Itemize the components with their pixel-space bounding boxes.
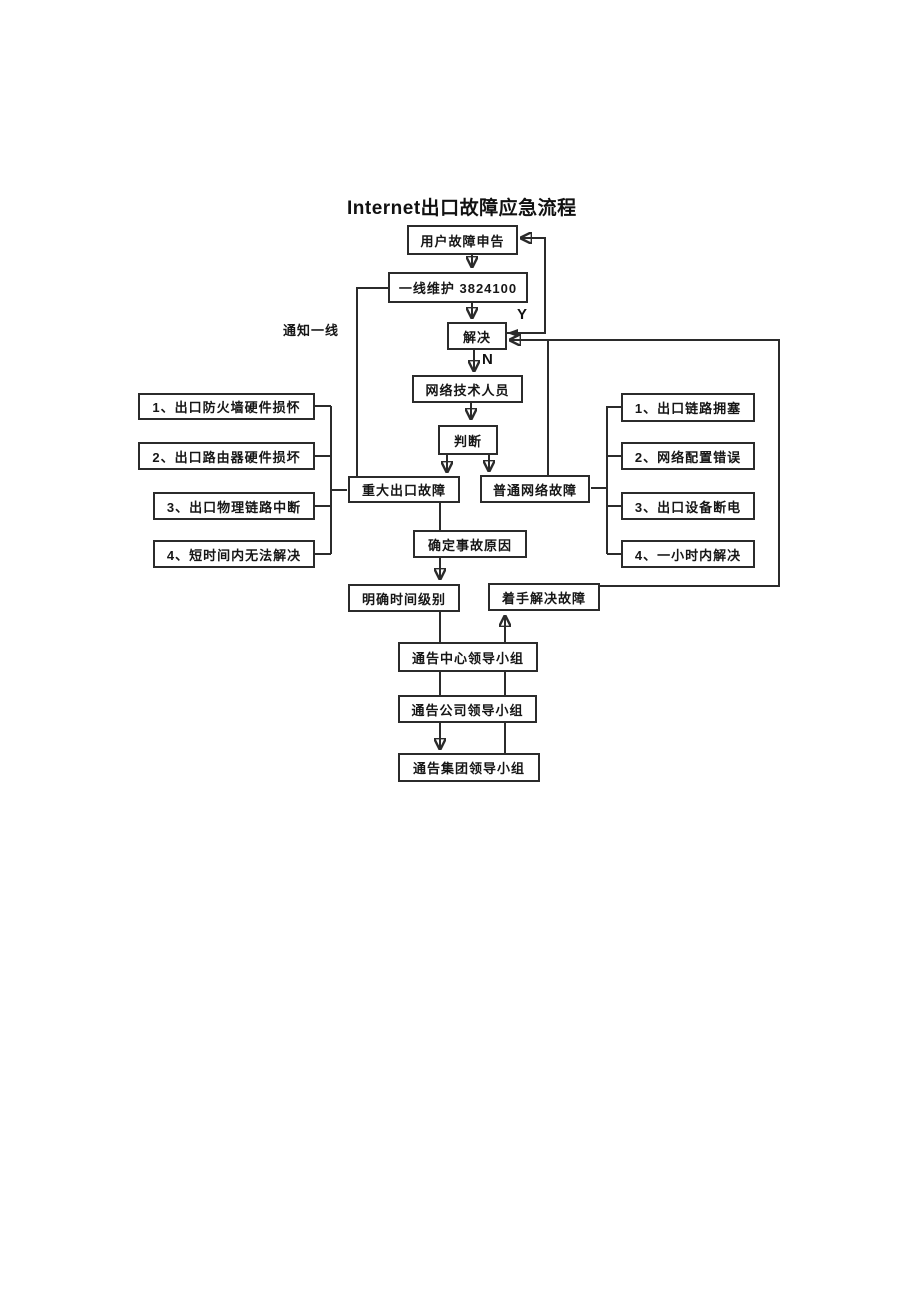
common-cause-item-1: 1、出口链路拥塞 [621, 393, 755, 422]
bracket-major-causes [315, 405, 347, 555]
bracket-common-causes [591, 406, 621, 555]
node-clarify-time-level: 明确时间级别 [348, 584, 460, 612]
connector-startsolving-loop-to-resolve [510, 340, 780, 587]
connector-resolve-yes-loop [507, 238, 546, 334]
node-judge-decision: 判断 [438, 425, 498, 455]
edge-label-no: N [482, 351, 493, 368]
major-cause-item-4: 4、短时间内无法解决 [153, 540, 315, 568]
node-notify-center-leadership: 通告中心领导小组 [398, 642, 538, 672]
node-notify-company-leadership: 通告公司领导小组 [398, 695, 537, 723]
node-determine-cause: 确定事故原因 [413, 530, 527, 558]
major-cause-item-3: 3、出口物理链路中断 [153, 492, 315, 520]
node-resolved-decision: 解决 [447, 322, 507, 350]
connector-major-to-firstline-loop [356, 287, 388, 477]
node-user-fault-report: 用户故障申告 [407, 225, 518, 255]
diagram-title: Internet出口故障应急流程 [347, 198, 577, 219]
node-start-solving-fault: 着手解决故障 [488, 583, 600, 611]
major-cause-item-2: 2、出口路由器硬件损坏 [138, 442, 315, 470]
edge-label-yes: Y [517, 306, 528, 323]
node-notify-group-leadership: 通告集团领导小组 [398, 753, 540, 782]
common-cause-item-3: 3、出口设备断电 [621, 492, 755, 520]
node-major-exit-fault: 重大出口故障 [348, 476, 460, 503]
arrowhead-into-resolve-upper [507, 329, 518, 337]
edge-label-notify-first-line: 通知一线 [283, 323, 340, 338]
node-first-line-maintenance: 一线维护 3824100 [388, 272, 528, 303]
node-common-network-fault: 普通网络故障 [480, 475, 590, 503]
common-cause-item-2: 2、网络配置错误 [621, 442, 755, 470]
common-cause-item-4: 4、一小时内解决 [621, 540, 755, 568]
node-network-technicians: 网络技术人员 [412, 375, 523, 403]
major-cause-item-1: 1、出口防火墙硬件损怀 [138, 393, 315, 420]
